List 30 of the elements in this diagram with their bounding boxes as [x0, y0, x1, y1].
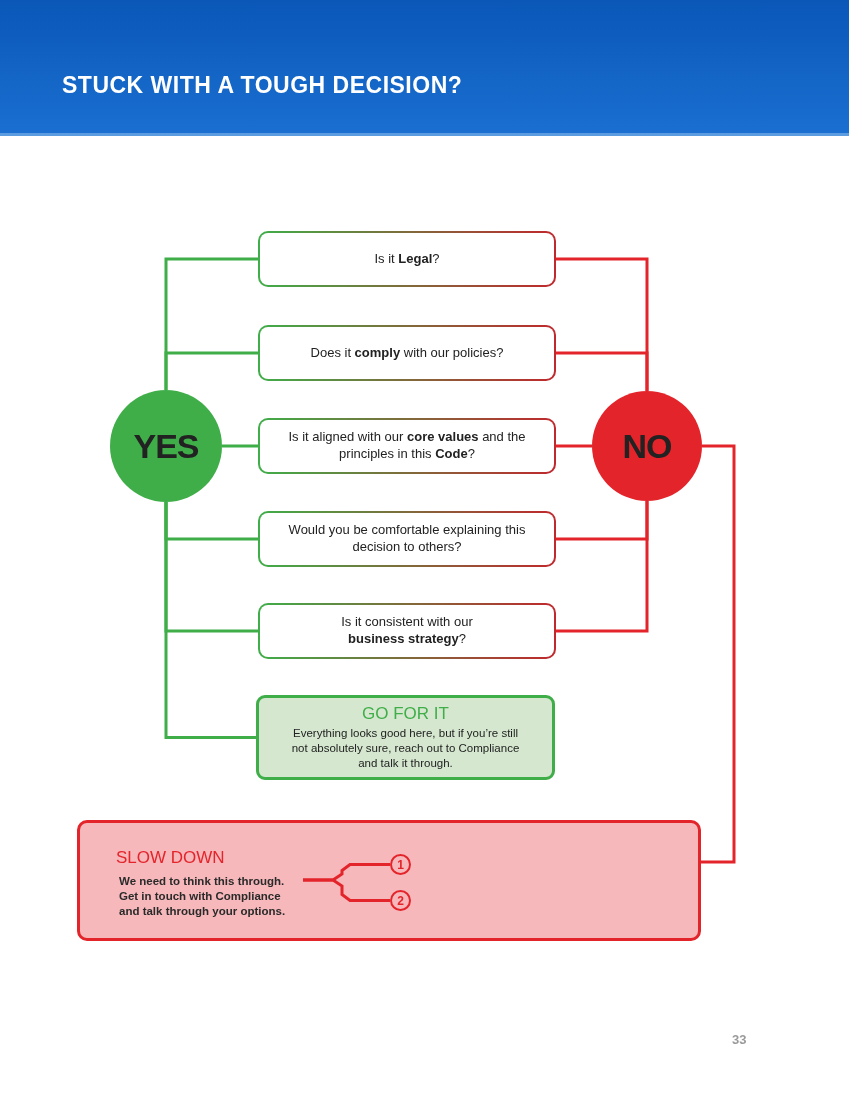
question-text: Would you be comfortable explaining this decision to others?: [287, 522, 527, 556]
connector-line: [303, 878, 390, 902]
question-box: [258, 231, 556, 287]
page-number: 33: [732, 1032, 747, 1047]
connector-line: [556, 444, 592, 448]
question-text: Is it Legal?: [374, 250, 440, 268]
connector-line: [701, 444, 736, 864]
warning-heading: SLOW DOWN: [116, 848, 225, 868]
question-box: [258, 603, 556, 659]
question-box: [258, 418, 556, 474]
result-text: Everything looks good here, but if you’re still not absolutely sure, reach out to Compliance and talk it through.: [290, 726, 521, 771]
question-box: [258, 325, 556, 381]
number-circle: 2: [390, 890, 411, 911]
question-text: Is it consistent with our business strategy?: [340, 614, 474, 648]
connector-line: [556, 351, 649, 391]
circle-label: YES: [133, 426, 199, 466]
question-text: Is it aligned with our core values and the principles in this Code?: [287, 429, 527, 463]
connector-line: [164, 502, 256, 739]
circle-label: NO: [622, 426, 672, 466]
result-box: [256, 695, 555, 780]
connector-line: [556, 501, 649, 633]
warning-text: We need to think this through. Get in touch with Compliance and talk through your options.: [119, 874, 303, 920]
question-box: [258, 511, 556, 567]
connector-line: [222, 444, 258, 448]
title: STUCK WITH A TOUGH DECISION?: [62, 72, 463, 99]
question-text: Does it comply with our policies?: [310, 344, 504, 362]
connector-line: [164, 351, 258, 390]
result-heading: GO FOR IT: [362, 704, 449, 724]
warning-panel: [77, 820, 701, 941]
number-circle: 1: [390, 854, 411, 875]
